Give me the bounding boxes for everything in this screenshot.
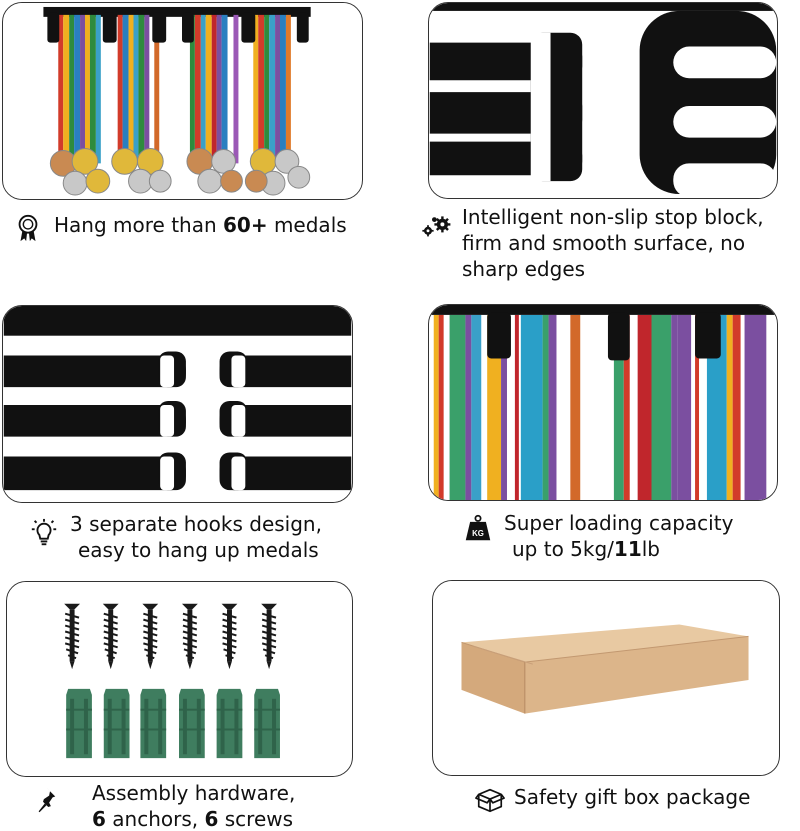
stop-block-illustration bbox=[429, 3, 777, 198]
panel-gift-box-photo bbox=[432, 580, 780, 776]
ribbons-illustration bbox=[429, 305, 777, 500]
weight-icon: KG bbox=[462, 512, 494, 544]
box-icon bbox=[474, 784, 506, 816]
caption-hardware: Assembly hardware, 6 anchors, 6 screws bbox=[34, 780, 295, 831]
medals-illustration bbox=[3, 3, 362, 199]
gift-box-illustration bbox=[433, 581, 779, 775]
caption-hooks: 3 separate hooks design, easy to hang up… bbox=[28, 511, 322, 563]
caption-medals-text: Hang more than 60+ medals bbox=[54, 213, 347, 237]
caption-medals: Hang more than 60+ medals bbox=[12, 212, 347, 244]
caption-hooks-text: 3 separate hooks design, easy to hang up… bbox=[70, 512, 322, 562]
hooks-illustration bbox=[3, 306, 352, 502]
weight-icon-label: KG bbox=[472, 529, 484, 538]
medal-icon bbox=[12, 212, 44, 244]
lightbulb-icon bbox=[28, 517, 60, 549]
caption-capacity-text: Super loading capacity up to 5kg/11lb bbox=[504, 511, 734, 561]
gears-icon bbox=[420, 210, 452, 242]
panel-stop-block-closeup bbox=[428, 2, 778, 199]
caption-hardware-text: Assembly hardware, 6 anchors, 6 screws bbox=[92, 781, 296, 831]
panel-loading-capacity-photo bbox=[428, 304, 778, 501]
caption-package: Safety gift box package bbox=[474, 784, 750, 816]
caption-stop-block-text: Intelligent non-slip stop block, firm an… bbox=[462, 205, 764, 281]
caption-stop-block: Intelligent non-slip stop block, firm an… bbox=[420, 204, 764, 282]
caption-capacity: KG Super loading capacity up to 5kg/11lb bbox=[462, 510, 733, 562]
panel-hardware-photo bbox=[6, 581, 353, 777]
hardware-illustration bbox=[7, 582, 352, 776]
caption-package-text: Safety gift box package bbox=[514, 785, 751, 809]
panel-medals-photo bbox=[2, 2, 363, 200]
pushpin-icon bbox=[34, 784, 66, 816]
panel-hooks-closeup bbox=[2, 305, 353, 503]
